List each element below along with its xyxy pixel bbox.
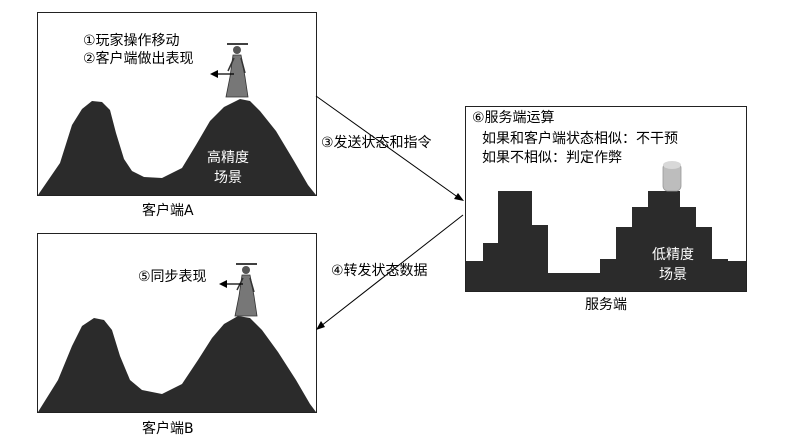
high-precision-line2: 场景 [214,170,242,186]
high-precision-line1: 高精度 [207,150,249,166]
rule-not-similar: 如果不相似：判定作弊 [482,150,622,166]
high-precision-label: 高精度 场景 [198,148,258,188]
client-a-caption: 客户端A [142,203,194,219]
step1-label: ①玩家操作移动 [83,33,180,49]
client-b-mountains [38,316,316,412]
server-caption: 服务端 [585,297,627,313]
rule-similar: 如果和客户端状态相似：不干预 [482,131,678,147]
server-character-proxy [662,161,682,192]
client-b-caption: 客户端B [142,421,194,437]
client-b-terrain [38,263,316,412]
move-arrow-a [210,70,234,78]
step5-label: ⑤同步表现 [138,269,207,285]
server-terrain [466,161,746,291]
player-character-b [234,263,258,317]
client-a-terrain [38,43,316,195]
server-blocky-terrain [466,191,746,291]
client-b-panel: ⑤同步表现 [37,233,317,413]
step2-label: ②客户端做出表现 [83,51,194,67]
step4-label: ④转发状态数据 [331,263,428,279]
server-panel: ⑥服务端运算 如果和客户端状态相似：不干预 如果不相似：判定作弊 低精度 场景 [465,106,747,292]
step6-title: ⑥服务端运算 [472,110,555,126]
player-character-a [225,43,249,98]
move-arrow-b [219,280,243,288]
low-precision-line1: 低精度 [652,247,694,263]
low-precision-line2: 场景 [659,267,687,283]
step3-label: ③发送状态和指令 [321,135,432,151]
client-a-panel: ①玩家操作移动 ②客户端做出表现 高精度 场景 [37,12,317,196]
client-a-mountains [38,99,316,195]
low-precision-label: 低精度 场景 [640,245,706,285]
